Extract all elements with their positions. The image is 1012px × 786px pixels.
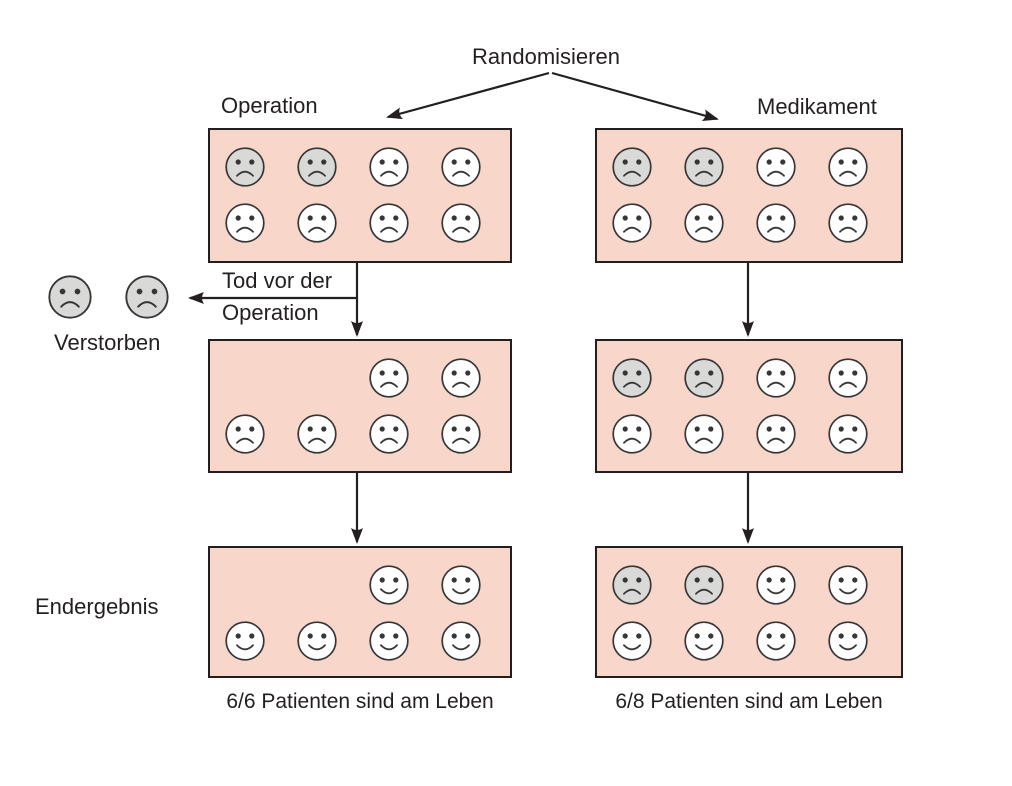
- white-frowning-face: [441, 203, 481, 243]
- operation-arm-label: Operation: [221, 93, 318, 118]
- white-smiling-face: [369, 621, 409, 661]
- white-smiling-face: [369, 565, 409, 605]
- empty-cell: [297, 565, 337, 605]
- gray-frowning-face: [684, 565, 724, 605]
- final-result-label: Endergebnis: [35, 594, 159, 619]
- white-frowning-face: [225, 414, 265, 454]
- operation-middle-box: [208, 339, 512, 473]
- white-frowning-face: [828, 414, 868, 454]
- white-frowning-face: [756, 147, 796, 187]
- gray-frowning-face: [612, 358, 652, 398]
- white-smiling-face: [684, 621, 724, 661]
- white-frowning-face: [369, 414, 409, 454]
- medikament-start-box: [595, 128, 903, 263]
- white-frowning-face: [369, 358, 409, 398]
- white-frowning-face: [828, 147, 868, 187]
- gray-frowning-face: [684, 358, 724, 398]
- white-frowning-face: [684, 414, 724, 454]
- randomize-arrow-left: [386, 71, 550, 120]
- white-smiling-face: [441, 565, 481, 605]
- randomize-label: Randomisieren: [472, 44, 620, 69]
- operation-result-caption: 6/6 Patienten sind am Leben: [226, 690, 494, 713]
- deceased-faces-group: [48, 275, 169, 319]
- operation-end-box: [208, 546, 512, 678]
- gray-frowning-face: [48, 275, 92, 319]
- randomize-arrow-right: [551, 71, 719, 122]
- empty-cell: [297, 358, 337, 398]
- white-smiling-face: [612, 621, 652, 661]
- death-before-operation-label-line1: Tod vor der: [222, 268, 333, 293]
- deceased-label: Verstorben: [54, 330, 161, 355]
- white-smiling-face: [756, 565, 796, 605]
- empty-cell: [225, 565, 265, 605]
- white-frowning-face: [756, 414, 796, 454]
- white-frowning-face: [612, 203, 652, 243]
- white-frowning-face: [441, 147, 481, 187]
- white-smiling-face: [297, 621, 337, 661]
- white-smiling-face: [756, 621, 796, 661]
- gray-frowning-face: [684, 147, 724, 187]
- white-frowning-face: [369, 147, 409, 187]
- gray-frowning-face: [225, 147, 265, 187]
- medikament-middle-box: [595, 339, 903, 473]
- white-smiling-face: [828, 565, 868, 605]
- white-frowning-face: [225, 203, 265, 243]
- empty-cell: [225, 358, 265, 398]
- white-frowning-face: [441, 358, 481, 398]
- death-before-operation-label-line2: Operation: [222, 300, 319, 325]
- white-smiling-face: [225, 621, 265, 661]
- white-frowning-face: [828, 203, 868, 243]
- white-smiling-face: [441, 621, 481, 661]
- white-frowning-face: [297, 414, 337, 454]
- white-frowning-face: [756, 203, 796, 243]
- gray-frowning-face: [612, 565, 652, 605]
- medikament-result-caption: 6/8 Patienten sind am Leben: [615, 690, 883, 713]
- gray-frowning-face: [297, 147, 337, 187]
- white-frowning-face: [441, 414, 481, 454]
- white-frowning-face: [297, 203, 337, 243]
- medikament-arm-label: Medikament: [757, 94, 877, 119]
- white-frowning-face: [756, 358, 796, 398]
- medikament-end-box: [595, 546, 903, 678]
- white-smiling-face: [828, 621, 868, 661]
- white-frowning-face: [684, 203, 724, 243]
- white-frowning-face: [612, 414, 652, 454]
- gray-frowning-face: [125, 275, 169, 319]
- white-frowning-face: [369, 203, 409, 243]
- white-frowning-face: [828, 358, 868, 398]
- operation-start-box: [208, 128, 512, 263]
- gray-frowning-face: [612, 147, 652, 187]
